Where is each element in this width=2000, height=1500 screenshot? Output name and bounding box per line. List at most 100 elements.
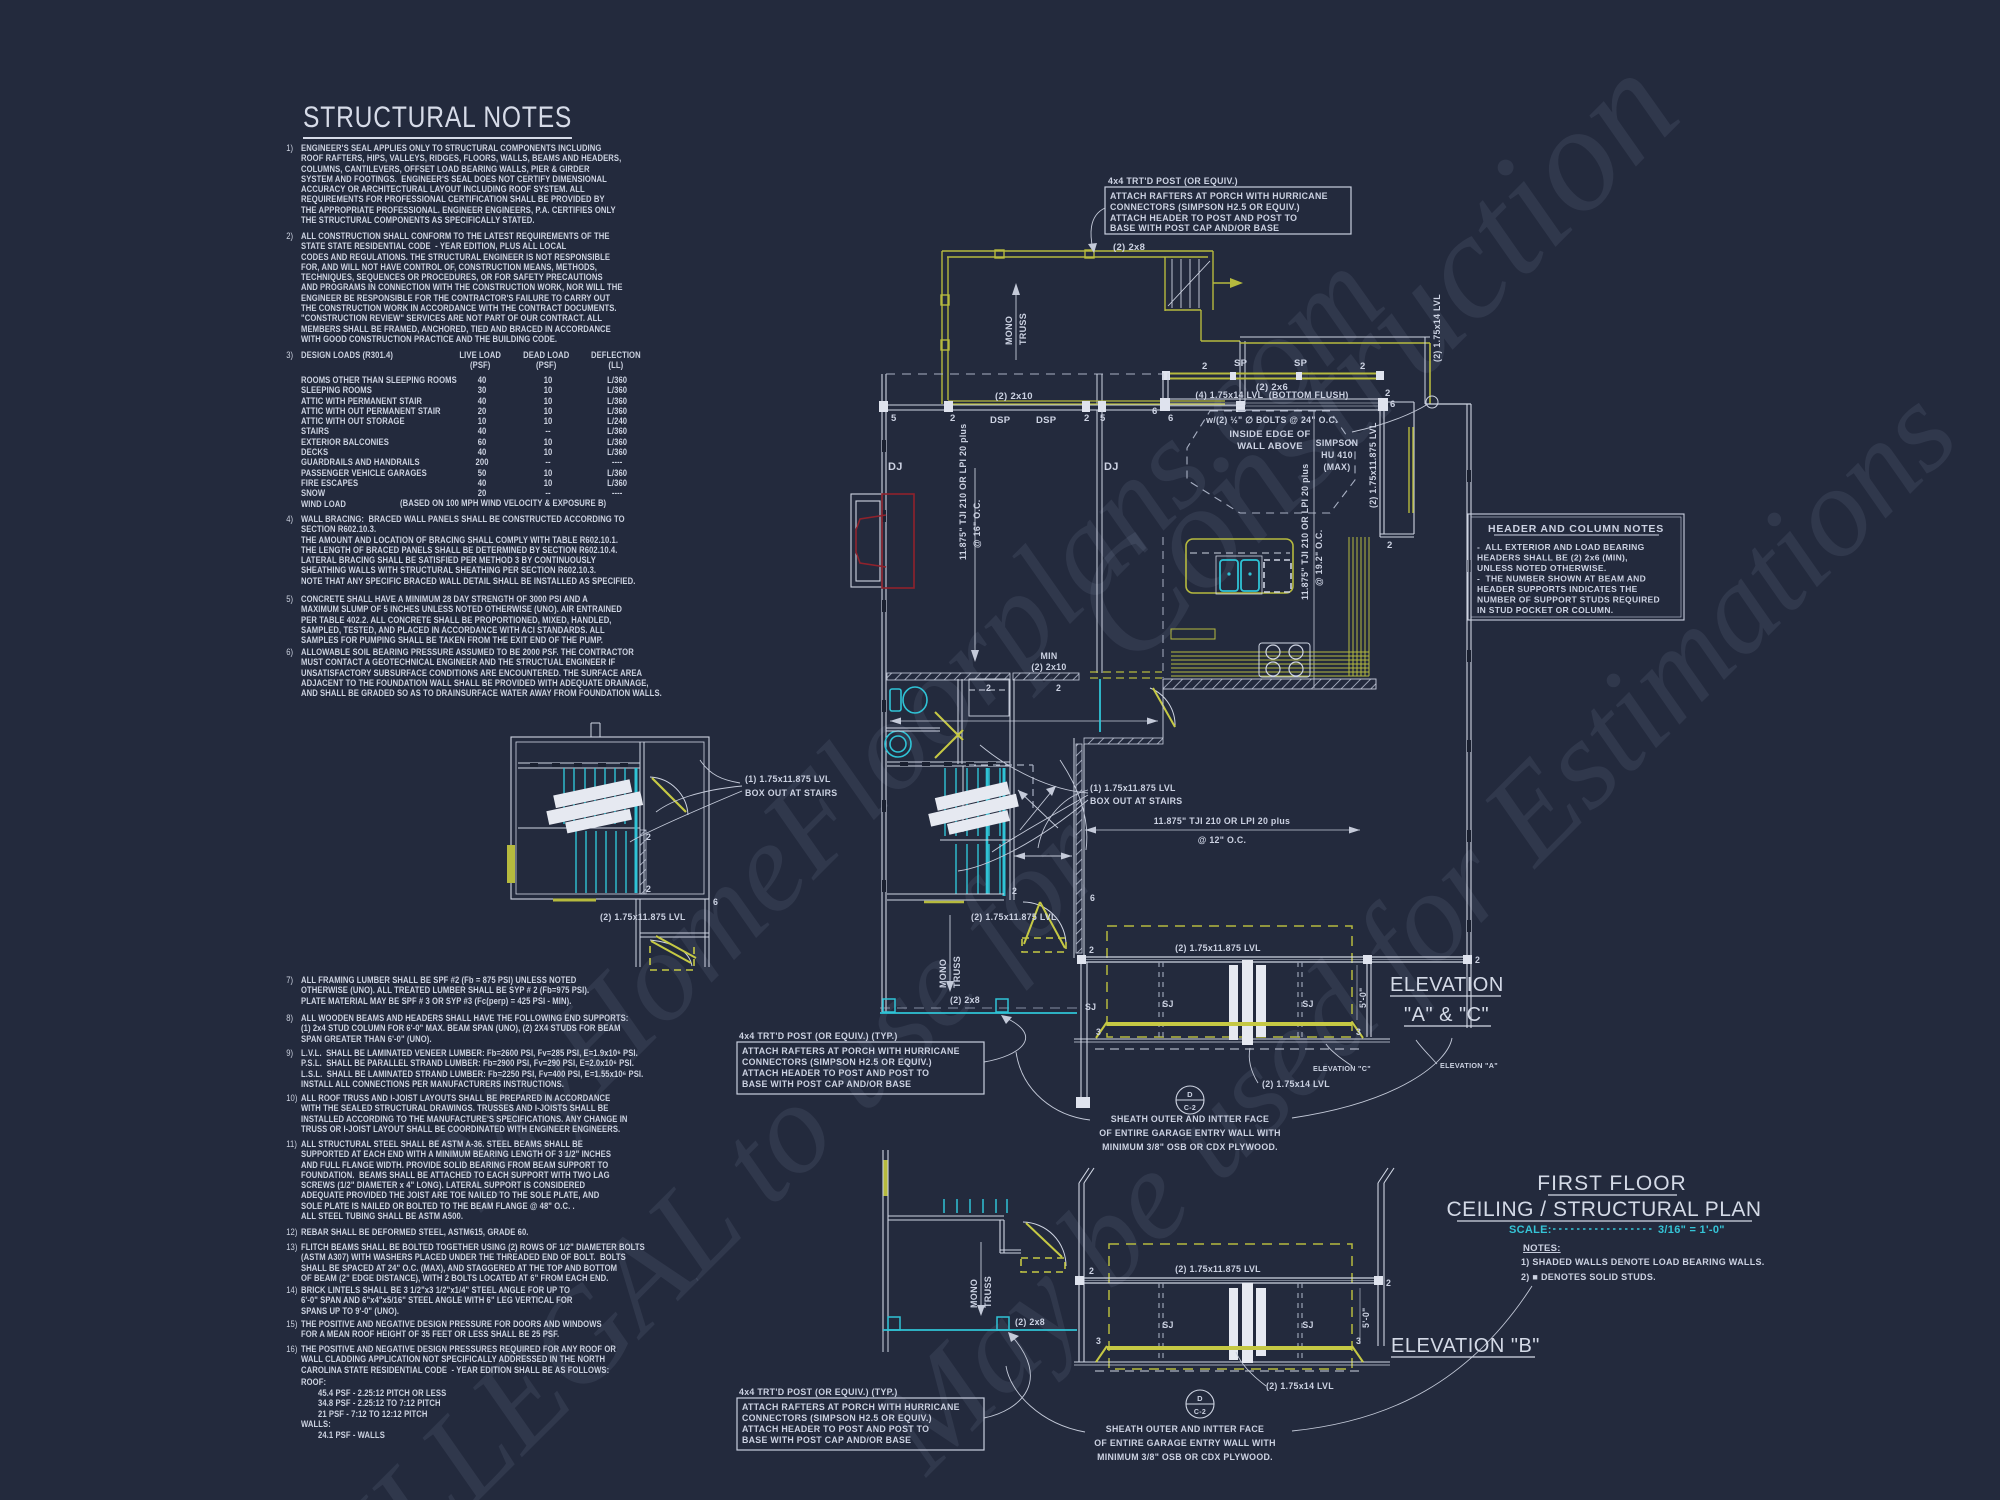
svg-text:UNLESS NOTED OTHERWISE.: UNLESS NOTED OTHERWISE. xyxy=(1477,563,1607,573)
svg-text:w/(2) ½" ∅ BOLTS @ 24" O.C.: w/(2) ½" ∅ BOLTS @ 24" O.C. xyxy=(1205,415,1338,425)
svg-text:(2) 2x6: (2) 2x6 xyxy=(1256,382,1288,393)
svg-text:- THE NUMBER SHOWN AT BEAM AN: - THE NUMBER SHOWN AT BEAM AND xyxy=(1477,574,1646,584)
svg-text:2: 2 xyxy=(1475,955,1480,965)
svg-text:OF ENTIRE GARAGE ENTRY WALL WI: OF ENTIRE GARAGE ENTRY WALL WITH xyxy=(1094,1438,1275,1448)
svg-text:(2) 1.75x11.875 LVL: (2) 1.75x11.875 LVL xyxy=(1175,943,1261,953)
svg-text:(2) 2x8: (2) 2x8 xyxy=(1113,242,1145,253)
svg-text:ELEVATION "B": ELEVATION "B" xyxy=(1391,1335,1540,1357)
svg-text:@ 12" O.C.: @ 12" O.C. xyxy=(1198,835,1247,845)
svg-text:(2) 1.75x11.875 LVL: (2) 1.75x11.875 LVL xyxy=(971,912,1057,922)
svg-text:NOTES:: NOTES: xyxy=(1523,1243,1561,1254)
svg-text:CEILING / STRUCTURAL PLAN: CEILING / STRUCTURAL PLAN xyxy=(1446,1198,1761,1221)
svg-text:BOX OUT AT STAIRS: BOX OUT AT STAIRS xyxy=(745,788,837,798)
svg-text:11.875" TJI 210 OR LPI 20 plus: 11.875" TJI 210 OR LPI 20 plus xyxy=(1300,464,1310,600)
svg-text:TRUSS: TRUSS xyxy=(952,956,962,988)
svg-text:3: 3 xyxy=(1096,1027,1101,1037)
svg-text:DJ: DJ xyxy=(1104,461,1119,473)
svg-text:CONNECTORS (SIMPSON H2.5 OR EQ: CONNECTORS (SIMPSON H2.5 OR EQUIV.) xyxy=(1110,202,1300,212)
svg-text:6: 6 xyxy=(1390,399,1396,410)
svg-text:MONO: MONO xyxy=(938,959,948,988)
svg-text:5'-0": 5'-0" xyxy=(1361,1308,1371,1328)
svg-text:ATTACH HEADER TO POST AND POST: ATTACH HEADER TO POST AND POST TO xyxy=(742,1068,929,1078)
svg-text:2: 2 xyxy=(950,413,956,424)
svg-text:6: 6 xyxy=(713,897,718,907)
svg-text:ATTACH RAFTERS AT PORCH WITH H: ATTACH RAFTERS AT PORCH WITH HURRICANE xyxy=(742,1402,960,1412)
svg-text:HEADER SUPPORTS INDICATES THE: HEADER SUPPORTS INDICATES THE xyxy=(1477,584,1638,594)
svg-text:4x4 TRT'D POST (OR EQUIV.) (TY: 4x4 TRT'D POST (OR EQUIV.) (TYP.) xyxy=(739,1031,898,1041)
svg-text:IN STUD POCKET OR COLUMN.: IN STUD POCKET OR COLUMN. xyxy=(1477,605,1613,615)
svg-text:3: 3 xyxy=(1356,1027,1361,1037)
svg-text:ELEVATION "A": ELEVATION "A" xyxy=(1440,1061,1498,1070)
svg-text:SJ: SJ xyxy=(1085,1002,1096,1012)
svg-text:5: 5 xyxy=(891,413,897,424)
svg-text:(2) 1.75x14 LVL: (2) 1.75x14 LVL xyxy=(1262,1079,1330,1089)
svg-text:SJ: SJ xyxy=(1162,999,1173,1009)
svg-text:INSIDE EDGE OF: INSIDE EDGE OF xyxy=(1229,429,1310,440)
svg-text:ATTACH HEADER TO POST AND POST: ATTACH HEADER TO POST AND POST TO xyxy=(1110,213,1297,223)
svg-text:@ 16" O.C.: @ 16" O.C. xyxy=(972,499,982,548)
svg-text:(2) 1.75x14 LVL: (2) 1.75x14 LVL xyxy=(1432,294,1442,362)
svg-text:C-2: C-2 xyxy=(1184,1105,1196,1112)
svg-text:2: 2 xyxy=(1084,413,1090,424)
svg-text:(1) 1.75x11.875 LVL: (1) 1.75x11.875 LVL xyxy=(745,774,831,784)
svg-text:(2) 1.75x11.875 LVL: (2) 1.75x11.875 LVL xyxy=(1368,422,1378,508)
svg-text:11.875" TJI 210 OR LPI 20 plus: 11.875" TJI 210 OR LPI 20 plus xyxy=(958,424,968,560)
svg-text:CONNECTORS (SIMPSON H2.5 OR EQ: CONNECTORS (SIMPSON H2.5 OR EQUIV.) xyxy=(742,1413,932,1423)
svg-text:BOX OUT AT STAIRS: BOX OUT AT STAIRS xyxy=(1090,796,1182,806)
svg-text:1) SHADED WALLS DENOTE LOAD BE: 1) SHADED WALLS DENOTE LOAD BEARING WALL… xyxy=(1521,1257,1765,1267)
svg-text:TRUSS: TRUSS xyxy=(983,1276,993,1308)
svg-text:SJ: SJ xyxy=(1302,1320,1313,1330)
svg-text:ATTACH RAFTERS AT PORCH WITH H: ATTACH RAFTERS AT PORCH WITH HURRICANE xyxy=(1110,191,1328,201)
svg-text:HU 410: HU 410 xyxy=(1321,450,1353,460)
svg-text:ATTACH RAFTERS AT PORCH WITH H: ATTACH RAFTERS AT PORCH WITH HURRICANE xyxy=(742,1046,960,1056)
svg-text:BASE WITH POST CAP AND/OR BASE: BASE WITH POST CAP AND/OR BASE xyxy=(742,1079,911,1089)
svg-text:(4) 1.75x14 LVL (BOTTOM FLUSH: (4) 1.75x14 LVL (BOTTOM FLUSH) xyxy=(1195,390,1348,400)
svg-text:SIMPSON: SIMPSON xyxy=(1316,438,1359,448)
svg-text:2: 2 xyxy=(1012,886,1017,896)
svg-text:11.875" TJI 210 OR LPI 20 plus: 11.875" TJI 210 OR LPI 20 plus xyxy=(1154,816,1290,826)
svg-text:SP: SP xyxy=(1234,358,1248,369)
svg-text:(2) 1.75x11.875 LVL: (2) 1.75x11.875 LVL xyxy=(1175,1264,1261,1274)
svg-text:HEADERS SHALL BE (2) 2x6 (MIN): HEADERS SHALL BE (2) 2x6 (MIN), xyxy=(1477,553,1628,563)
svg-text:2: 2 xyxy=(1089,1266,1094,1276)
svg-text:DSP: DSP xyxy=(1036,415,1057,426)
svg-text:ATTACH HEADER TO POST AND POST: ATTACH HEADER TO POST AND POST TO xyxy=(742,1424,929,1434)
svg-text:BASE WITH POST CAP AND/OR BASE: BASE WITH POST CAP AND/OR BASE xyxy=(742,1435,911,1445)
svg-text:6: 6 xyxy=(1168,413,1174,424)
svg-text:SHEATH OUTER AND INTTER FACE: SHEATH OUTER AND INTTER FACE xyxy=(1111,1114,1269,1124)
svg-text:FIRST FLOOR: FIRST FLOOR xyxy=(1537,1172,1686,1195)
svg-text:DJ: DJ xyxy=(888,461,903,473)
svg-text:SCALE:: SCALE: xyxy=(1509,1224,1552,1236)
svg-text:SJ: SJ xyxy=(1302,999,1313,1009)
svg-text:2: 2 xyxy=(1385,388,1391,399)
svg-text:2: 2 xyxy=(1089,945,1094,955)
svg-text:MINIMUM 3/8" OSB OR CDX PLYWOO: MINIMUM 3/8" OSB OR CDX PLYWOOD. xyxy=(1097,1452,1273,1462)
svg-text:SP: SP xyxy=(1294,358,1308,369)
svg-text:(2) 2x10: (2) 2x10 xyxy=(1031,662,1066,672)
svg-text:2) ■ DENOTES SOLID STUDS.: 2) ■ DENOTES SOLID STUDS. xyxy=(1521,1272,1656,1282)
svg-text:MONO: MONO xyxy=(969,1279,979,1308)
svg-text:(2) 1.75x11.875 LVL: (2) 1.75x11.875 LVL xyxy=(600,912,686,922)
svg-text:MINIMUM 3/8" OSB OR CDX PLYWOO: MINIMUM 3/8" OSB OR CDX PLYWOOD. xyxy=(1102,1142,1278,1152)
svg-text:2: 2 xyxy=(1202,361,1208,372)
svg-text:5'-0": 5'-0" xyxy=(1358,988,1368,1008)
svg-text:3: 3 xyxy=(1356,1336,1361,1346)
svg-text:ELEVATION "C": ELEVATION "C" xyxy=(1313,1064,1371,1073)
svg-text:CONNECTORS (SIMPSON H2.5 OR EQ: CONNECTORS (SIMPSON H2.5 OR EQUIV.) xyxy=(742,1057,932,1067)
svg-text:@ 19.2" O.C.: @ 19.2" O.C. xyxy=(1314,530,1324,586)
svg-text:D: D xyxy=(1197,1394,1203,1403)
svg-text:OF ENTIRE GARAGE ENTRY WALL WI: OF ENTIRE GARAGE ENTRY WALL WITH xyxy=(1099,1128,1280,1138)
svg-text:(2) 2x8: (2) 2x8 xyxy=(950,995,980,1005)
svg-text:(2) 1.75x14 LVL: (2) 1.75x14 LVL xyxy=(1266,1381,1334,1391)
svg-text:SJ: SJ xyxy=(1162,1320,1173,1330)
svg-text:2: 2 xyxy=(1360,361,1366,372)
svg-text:4x4 TRT'D POST (OR EQUIV.) (TY: 4x4 TRT'D POST (OR EQUIV.) (TYP.) xyxy=(739,1387,898,1397)
svg-text:ELEVATION: ELEVATION xyxy=(1390,974,1504,996)
svg-text:2: 2 xyxy=(1387,540,1393,551)
svg-text:C-2: C-2 xyxy=(1194,1409,1206,1416)
svg-text:2: 2 xyxy=(646,884,651,894)
svg-text:- ALL EXTERIOR AND LOAD BEARI: - ALL EXTERIOR AND LOAD BEARING xyxy=(1477,542,1645,552)
svg-text:5: 5 xyxy=(1100,413,1106,424)
svg-text:4x4 TRT'D POST (OR EQUIV.): 4x4 TRT'D POST (OR EQUIV.) xyxy=(1108,176,1238,186)
svg-text:BASE WITH POST CAP AND/OR BASE: BASE WITH POST CAP AND/OR BASE xyxy=(1110,223,1279,233)
